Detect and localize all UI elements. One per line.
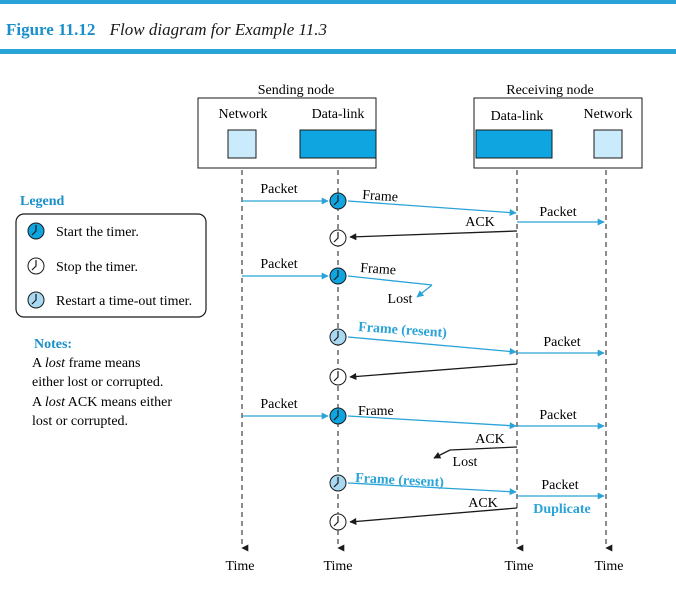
restart-timer-icon [329,474,347,492]
frame-arrow-3 [347,415,517,430]
notes-line-3: A lost ACK means either [32,395,172,410]
ack-label-1: ACK [465,215,495,230]
lost-label-1: Lost [388,292,413,307]
stop-timer-icon [329,368,347,386]
ack-arrow-2 [349,363,518,381]
ack-label-3: ACK [468,496,498,511]
frame-resent-arrow-2 [347,482,517,496]
frame-resent-arrow-1 [347,336,517,355]
sending-datalink-label: Data-link [312,107,365,122]
legend-start-label: Start the timer. [56,225,139,240]
ack-label-2: ACK [475,432,505,447]
figure-caption: Flow diagram for Example 11.3 [109,20,328,39]
ack-lost-arrow [433,449,451,459]
ack-arrow-1 [349,230,518,241]
start-timer-icon [329,407,347,425]
receiving-node-label: Receiving node [506,83,593,98]
notes-line-2: either lost or corrupted. [32,375,163,390]
start-timer-icon [329,192,347,210]
receiving-network-layer-box [593,129,623,159]
notes-line-1: A lost frame means [32,356,141,371]
title-rule [0,49,676,54]
packet-label-3: Packet [260,257,297,272]
frame-label-3: Frame [358,404,394,419]
duplicate-label: Duplicate [533,502,591,517]
legend-title: Legend [20,194,65,209]
start-timer-icon [329,267,347,285]
frame-label-1: Frame [362,188,399,205]
time-label-3: Time [504,559,533,574]
time-label-2: Time [323,559,352,574]
frame-resent-label-2: Frame (resent) [355,471,445,491]
notes-line-4: lost or corrupted. [32,414,128,429]
packet-label-1: Packet [260,182,297,197]
legend-restart-icon [27,291,45,309]
lost-label-2: Lost [453,455,478,470]
ack-arrow-4 [349,507,518,525]
receiving-datalink-layer-box [475,129,553,159]
restart-timer-icon [329,328,347,346]
frame-resent-label-1: Frame (resent) [358,320,448,341]
time-label-4: Time [594,559,623,574]
legend-restart-label: Restart a time-out timer. [56,294,192,309]
packet-label-5: Packet [260,397,297,412]
receiving-datalink-label: Data-link [491,109,544,124]
time-label-1: Time [225,559,254,574]
legend-stop-label: Stop the timer. [56,260,138,275]
ack-arrow-3 [449,446,518,451]
legend-stop-icon [27,257,45,275]
sending-node-label: Sending node [258,83,335,98]
stop-timer-icon [329,513,347,531]
receiving-network-label: Network [584,107,633,122]
figure-number: Figure 11.12 [6,20,96,39]
packet-label-7: Packet [541,478,578,493]
frame-label-2: Frame [360,261,397,278]
stop-timer-icon [329,229,347,247]
top-rule [0,0,676,4]
legend-box [15,213,207,318]
packet-label-2: Packet [539,205,576,220]
sending-datalink-layer-box [299,129,377,159]
packet-label-6: Packet [539,408,576,423]
frame-arrow-2 [347,275,433,286]
packet-label-4: Packet [543,335,580,350]
legend-start-icon [27,222,45,240]
sending-network-label: Network [219,107,268,122]
frame-arrow-1 [347,200,517,217]
figure-title: Figure 11.12 Flow diagram for Example 11… [6,20,327,40]
sending-network-layer-box [227,129,257,159]
receiving-node-box [473,97,643,169]
notes-title: Notes: [34,337,72,352]
frame-lost-arrow [416,284,433,298]
